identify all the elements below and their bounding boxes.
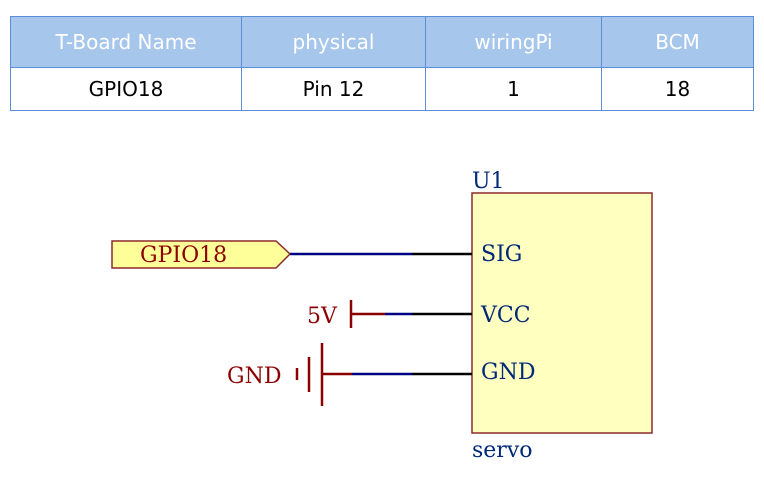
table-row: GPIO18 Pin 12 1 18 [10,67,754,111]
header-physical: physical [241,16,426,68]
pin-label-gnd: GND [481,360,535,385]
cell-bcm: 18 [601,67,754,111]
component-part-name: servo [472,438,533,463]
pin-label-vcc: VCC [480,303,531,328]
cell-physical: Pin 12 [241,67,426,111]
servo-component-body [471,192,653,434]
cell-tboard-name: GPIO18 [10,67,242,111]
ground-label: GND [227,364,281,389]
net-label-text: GPIO18 [140,243,227,268]
power-label: 5V [307,304,338,329]
table-header-row: T-Board Name physical wiringPi BCM [10,16,754,68]
pin-mapping-table: T-Board Name physical wiringPi BCM GPIO1… [10,16,754,111]
pin-label-sig: SIG [481,242,522,267]
component-designator: U1 [472,169,505,194]
cell-wiringpi: 1 [425,67,602,111]
header-bcm: BCM [601,16,754,68]
net-label-flag [111,240,292,269]
header-tboard-name: T-Board Name [10,16,242,68]
